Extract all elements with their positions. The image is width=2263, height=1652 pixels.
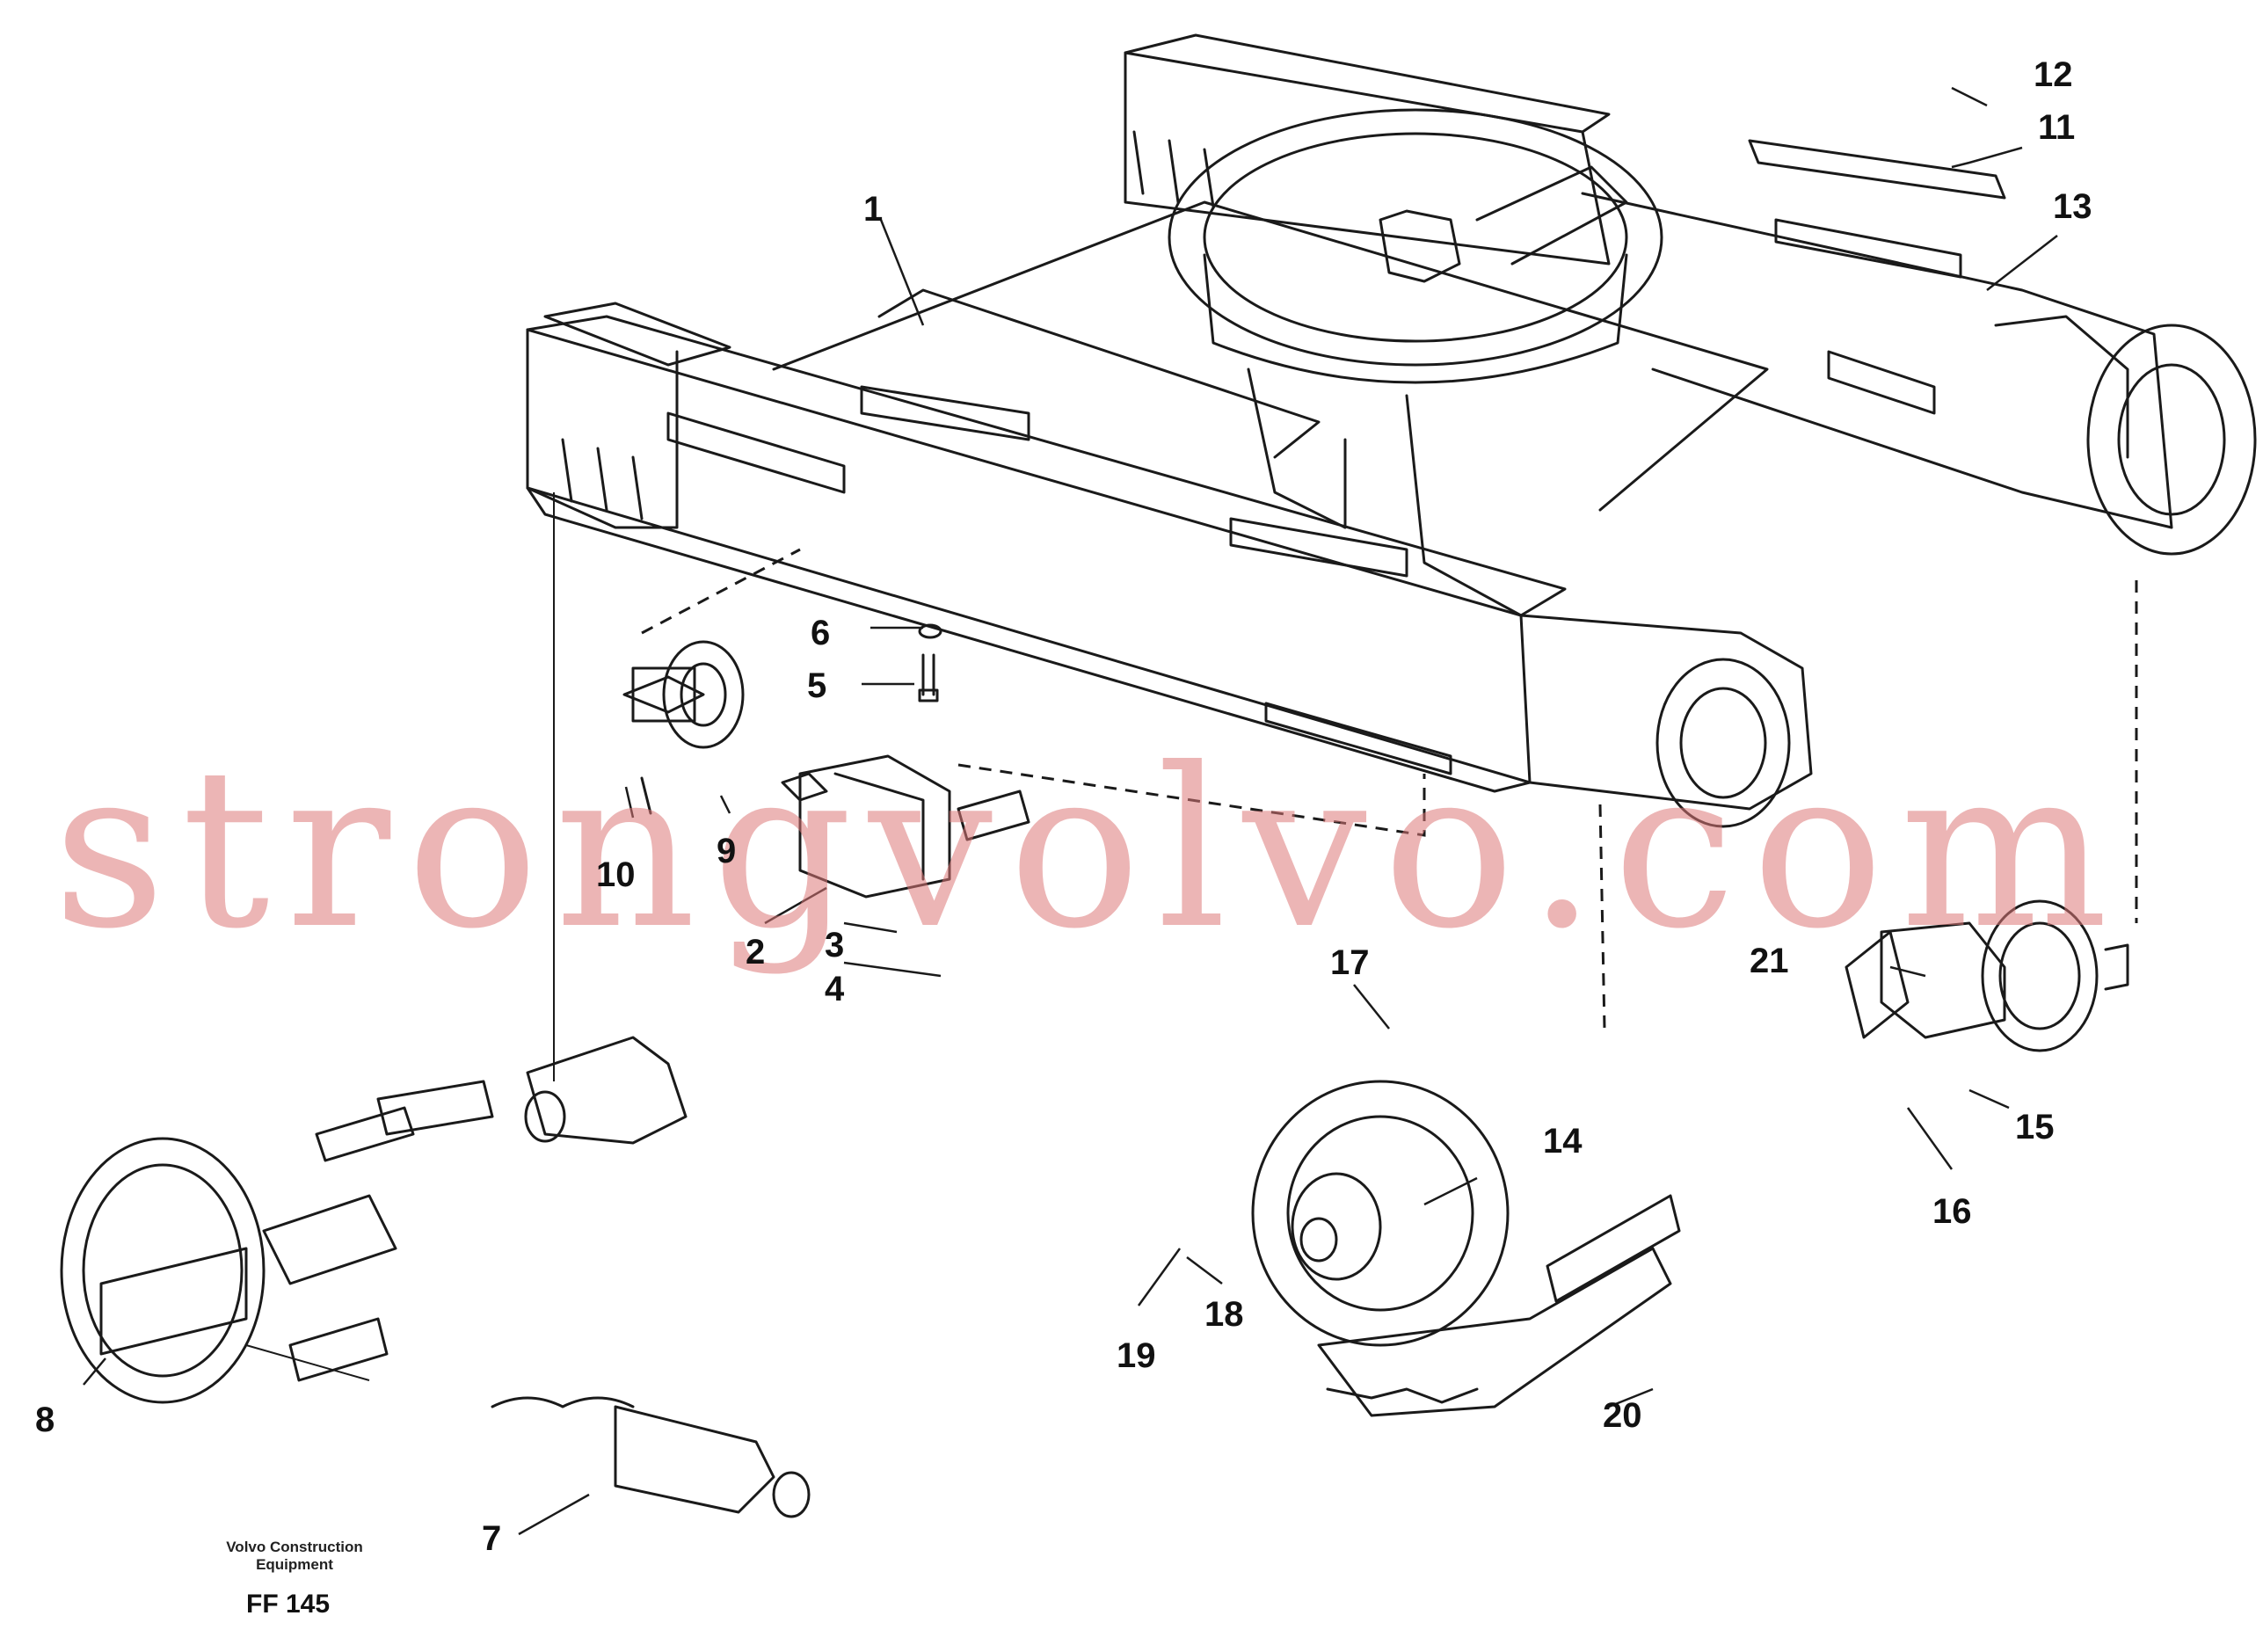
- callout-10: 10: [596, 855, 636, 894]
- callout-15: 15: [2015, 1108, 2055, 1146]
- callout-13: 13: [2053, 187, 2092, 226]
- item-2-guard: [781, 754, 1030, 899]
- callout-3: 3: [825, 926, 845, 964]
- callout-20: 20: [1603, 1396, 1642, 1435]
- callout-12: 12: [2034, 55, 2073, 94]
- callout-21: 21: [1750, 942, 1789, 980]
- callout-18: 18: [1204, 1295, 1244, 1334]
- footer-brand: Volvo Construction Equipment: [215, 1539, 374, 1573]
- items-5-6-bolt: [918, 623, 942, 702]
- items-17-20-sprocket: [1251, 1080, 1681, 1417]
- callout-14: 14: [1543, 1122, 1583, 1161]
- callout-7: 7: [482, 1519, 502, 1558]
- callout-2: 2: [746, 933, 766, 972]
- items-7-8-idler: [60, 1036, 811, 1518]
- callout-6: 6: [811, 614, 831, 652]
- callout-17: 17: [1330, 943, 1370, 982]
- figure-code: FF 145: [246, 1590, 331, 1619]
- callout-11: 11: [2038, 108, 2076, 147]
- callout-5: 5: [807, 666, 827, 705]
- callout-1: 1: [863, 190, 884, 229]
- callout-19: 19: [1117, 1336, 1156, 1375]
- callout-9: 9: [717, 832, 737, 870]
- callout-4: 4: [825, 970, 845, 1008]
- item-21-travel-motor: [1845, 899, 2129, 1052]
- callout-8: 8: [35, 1401, 55, 1439]
- undercarriage-frame: [526, 33, 2257, 828]
- footer-brand-line2: Equipment: [256, 1555, 333, 1573]
- item-9-top-roller: [622, 640, 745, 815]
- callout-16: 16: [1932, 1192, 1972, 1231]
- footer-brand-line1: Volvo Construction: [226, 1539, 363, 1555]
